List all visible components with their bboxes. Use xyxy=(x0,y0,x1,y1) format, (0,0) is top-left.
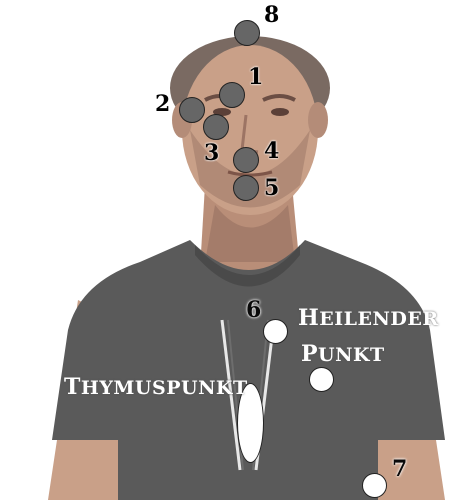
point-5-marker xyxy=(233,175,259,201)
point-3-marker xyxy=(203,114,229,140)
right-ear xyxy=(308,102,328,138)
point-3-label: 3 xyxy=(204,142,219,164)
healing-point-marker xyxy=(309,367,334,392)
right-eye xyxy=(271,108,289,116)
point-1-label: 1 xyxy=(248,66,263,88)
point-6-label: 6 xyxy=(246,299,261,321)
point-7-marker xyxy=(362,473,387,498)
point-2-marker xyxy=(179,97,205,123)
healing-point-label-line2: PUNKT xyxy=(301,343,385,365)
point-4-label: 4 xyxy=(264,140,279,162)
point-8-marker xyxy=(234,20,260,46)
point-4-marker xyxy=(233,147,259,173)
point-1-marker xyxy=(219,82,245,108)
point-8-label: 8 xyxy=(264,4,279,26)
point-2-label: 2 xyxy=(155,93,170,115)
point-6-marker xyxy=(263,319,288,344)
point-7-label: 7 xyxy=(392,458,407,480)
thymus-point-label: THYMUSPUNKT xyxy=(64,376,248,398)
healing-point-label-line1: HEILENDER xyxy=(298,307,439,329)
point-5-label: 5 xyxy=(264,177,279,199)
